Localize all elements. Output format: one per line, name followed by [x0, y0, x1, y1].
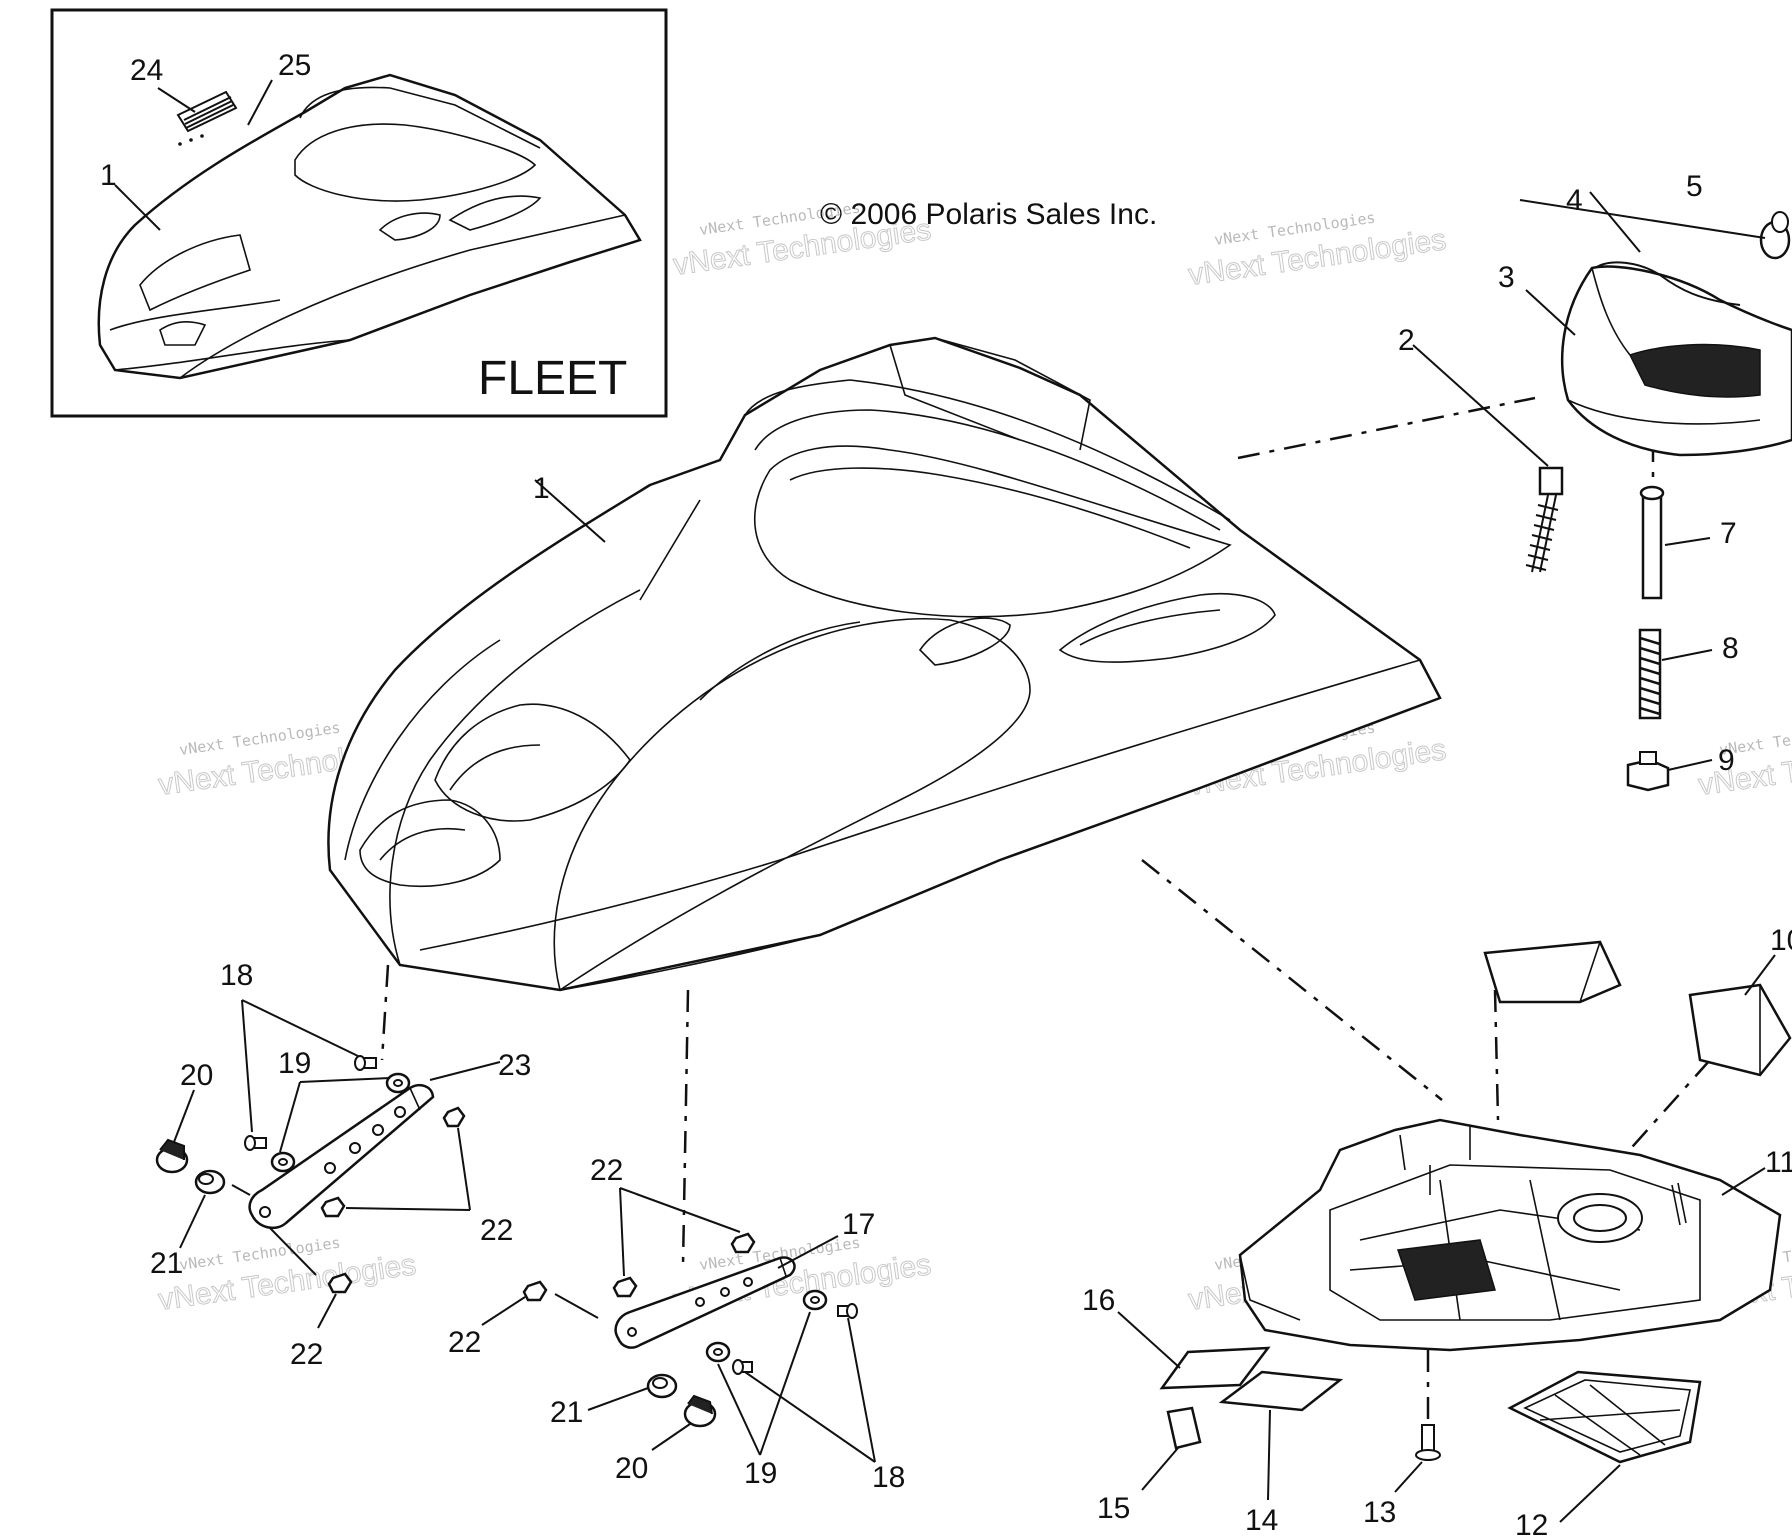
callout-19: 19 [744, 1457, 777, 1490]
washer-part-19 [705, 1341, 731, 1363]
decal-part-15 [1166, 1406, 1202, 1450]
callout-20: 20 [615, 1452, 648, 1485]
belly-pan-part-11 [1238, 1118, 1782, 1352]
bracket-part-17 [614, 1256, 796, 1349]
callout-1-inset: 1 [100, 159, 117, 192]
callout-7: 7 [1720, 517, 1737, 550]
knob-part-5 [1759, 211, 1791, 260]
callout-4: 4 [1566, 184, 1583, 217]
callout-16: 16 [1082, 1284, 1115, 1317]
assembly-leader-lines [231, 396, 1711, 1319]
bolt-part-18 [244, 1135, 267, 1151]
hood-part-1 [327, 336, 1442, 992]
callout-18: 18 [220, 959, 253, 992]
decal-part-16 [1159, 1346, 1271, 1390]
callout-1: 1 [533, 472, 550, 505]
callout-22: 22 [590, 1154, 623, 1187]
callout-21: 21 [150, 1247, 183, 1280]
screw-part-13 [1415, 1350, 1441, 1461]
windshield-part-3 [1560, 265, 1792, 457]
washer-part-19 [385, 1072, 411, 1094]
washer-part-19 [802, 1289, 828, 1311]
foam-block-part-10a [1483, 940, 1622, 1004]
callout-20: 20 [180, 1059, 213, 1092]
grille-part-12 [1507, 1370, 1702, 1464]
pin-part-7 [1639, 485, 1665, 600]
callout-13: 13 [1363, 1496, 1396, 1529]
callout-11: 11 [1765, 1146, 1792, 1179]
nut-part-22 [612, 1276, 638, 1298]
bolt-part-18 [354, 1055, 377, 1071]
callout-8: 8 [1722, 632, 1739, 665]
bracket-part-23 [248, 1084, 435, 1230]
nut-part-22 [522, 1280, 548, 1302]
bolt-part-18 [837, 1303, 858, 1319]
callout-2: 2 [1398, 324, 1415, 357]
nut-part-22 [730, 1232, 756, 1254]
callout-22: 22 [448, 1326, 481, 1359]
callout-17: 17 [842, 1208, 875, 1241]
callout-5: 5 [1686, 170, 1703, 203]
nut-part-22 [320, 1196, 346, 1218]
callout-18: 18 [872, 1461, 905, 1494]
washer-part-19 [270, 1151, 296, 1173]
spring-part-8 [1638, 628, 1662, 720]
inset-hood-drawing [97, 73, 642, 380]
grommet-part-20 [155, 1138, 189, 1174]
callout-14: 14 [1245, 1504, 1278, 1536]
callout-15: 15 [1097, 1492, 1130, 1525]
spacer-part-21 [646, 1373, 678, 1399]
fastener-part-2 [1525, 466, 1564, 573]
fleet-inset: 24 25 1 FLEET [50, 8, 668, 418]
grommet-part-20 [683, 1394, 717, 1428]
callout-10: 10 [1770, 924, 1792, 957]
callout-9: 9 [1718, 744, 1735, 777]
nut-part-22 [442, 1106, 466, 1128]
callout-22: 22 [480, 1214, 513, 1247]
foam-block-part-10b [1688, 983, 1792, 1077]
callout-22: 22 [290, 1338, 323, 1371]
bolt-part-18 [732, 1359, 753, 1375]
callout-21: 21 [550, 1396, 583, 1429]
callout-24: 24 [130, 54, 163, 87]
callout-12: 12 [1515, 1509, 1548, 1536]
inset-label: FLEET [478, 352, 627, 405]
seal-part-4 [1594, 261, 1741, 306]
decal-part-24 [176, 90, 238, 146]
callout-23: 23 [498, 1049, 531, 1082]
spacer-part-21 [194, 1169, 226, 1195]
callout-19: 19 [278, 1047, 311, 1080]
nut-part-22 [327, 1272, 353, 1294]
callout-25: 25 [278, 49, 311, 82]
knob-part-9 [1626, 751, 1670, 792]
callout-3: 3 [1498, 261, 1515, 294]
decal-part-14 [1218, 1370, 1344, 1412]
copyright-text: © 2006 Polaris Sales Inc. [820, 198, 1157, 231]
